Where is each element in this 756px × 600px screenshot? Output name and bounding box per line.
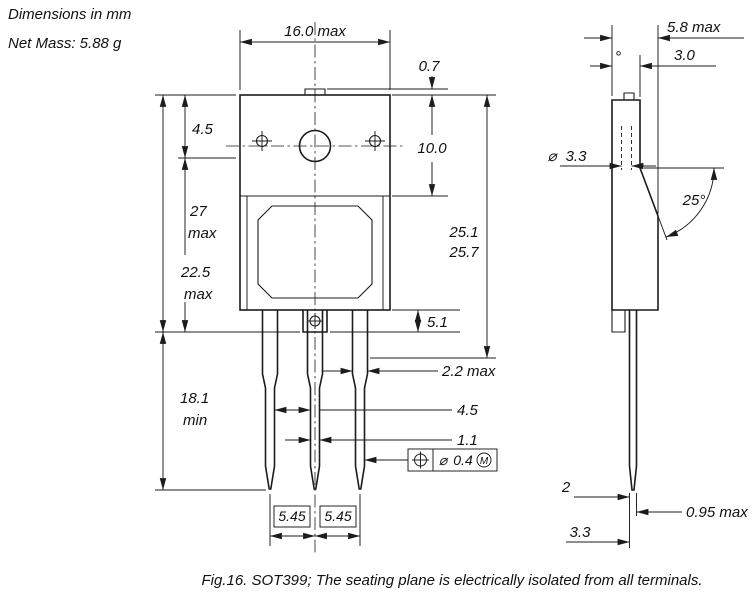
lead-right [351, 310, 369, 490]
dim-lead-length-qualifier: min [183, 412, 207, 429]
dim-left-chain: 4.5 27 max 22.5 max 18.1 min [155, 94, 300, 491]
dim-hole-diameter: ⌀ 3.3 [547, 148, 656, 170]
m-circle-symbol [476, 452, 492, 468]
mounting-hole [298, 129, 332, 163]
dim-lead-narrow-label: 1.1 [457, 432, 478, 449]
dim-overall-height-label: 27 [189, 203, 207, 220]
dim-lead-reach-max: 25.7 [448, 244, 479, 261]
side-view [611, 92, 659, 548]
position-tolerance-icon [412, 451, 429, 469]
dim-overall-thickness-label: 5.8 max [667, 19, 721, 36]
dim-lead-reach-min: 25.1 [448, 224, 478, 241]
dim-hole-diameter-label: 3.3 [566, 148, 588, 165]
dim-lead-width-narrow: 1.1 [285, 432, 478, 449]
dim-flange-thickness-label: 3.0 [674, 47, 696, 64]
dim-lead-thickness: 2 [561, 479, 630, 501]
tolerance-value: 0.4 [453, 452, 473, 468]
dim-hole-offset: 10.0 [392, 95, 448, 197]
dim-lead-length-label: 18.1 [180, 390, 209, 407]
dim-lead-reach: 25.1 25.7 [370, 95, 496, 359]
dim-hole-offset-label: 10.0 [417, 140, 447, 157]
dim-bend-angle-label: 25° [682, 192, 706, 209]
dim-overall-thickness: 5.8 max [584, 19, 744, 214]
hatched-pad-area [257, 205, 373, 299]
front-view [226, 22, 404, 556]
side-bottom-boss [611, 310, 626, 333]
dim-lead-pitch: 5.45 5.45 [269, 494, 361, 546]
dim-notch-label: 0.7 [419, 58, 441, 75]
top-notch [304, 88, 326, 95]
position-tolerance-frame: ⌀ 0.4 M [364, 448, 498, 472]
side-lead [628, 310, 638, 491]
tolerance-modifier: M [480, 456, 489, 467]
dim-notch-height: 0.7 [327, 58, 496, 96]
bottom-boss [302, 310, 328, 333]
dim-overall-width-label: 16.0 max [284, 23, 346, 40]
side-body [611, 99, 659, 311]
dim-lead-width-wide: 2.2 max [322, 363, 496, 380]
dim-pitch-right-label: 5.45 [324, 508, 351, 524]
pin-mark-left [252, 131, 272, 151]
side-dimensions: 5.8 max ° 3.0 ⌀ 3.3 25° 2 [547, 19, 748, 546]
dim-tip-thickness-label: 0.95 max [686, 504, 748, 521]
units-note: Dimensions in mm [8, 6, 131, 23]
dim-lead-gap: 4.5 [274, 402, 479, 419]
degree-mark: ° [615, 49, 622, 66]
front-dimensions: 16.0 max 0.7 10.0 25.1 25.7 5.1 [155, 23, 498, 546]
lead-left [261, 310, 279, 490]
dim-bend-angle: 25° [644, 167, 724, 241]
hole-diameter-symbol: ⌀ [547, 148, 558, 165]
diameter-symbol: ⌀ [439, 452, 449, 468]
dim-lead-gap-label: 4.5 [457, 402, 479, 419]
dim-body-height-qualifier: max [184, 286, 213, 303]
dim-pitch-left-label: 5.45 [278, 508, 305, 524]
figure-caption: Fig.16. SOT399; The seating plane is ele… [201, 572, 702, 589]
package-body [239, 94, 391, 311]
dim-boss-height: 5.1 [330, 309, 460, 333]
pin-mark-right [365, 131, 385, 151]
dim-overall-height-qualifier: max [188, 225, 217, 242]
dim-flange-height-label: 4.5 [192, 121, 214, 138]
dim-tip-length: 3.3 [566, 524, 630, 546]
side-top-notch [623, 92, 635, 100]
dim-boss-label: 5.1 [427, 314, 448, 331]
dim-body-height-label: 22.5 [180, 264, 211, 281]
dim-tip-length-label: 3.3 [570, 524, 592, 541]
dim-lead-wide-label: 2.2 max [441, 363, 496, 380]
dim-overall-width: 16.0 max [239, 23, 391, 90]
lead-middle [306, 310, 324, 490]
dim-tip-thickness: 0.95 max [636, 504, 748, 521]
net-mass-note: Net Mass: 5.88 g [8, 35, 122, 52]
dim-lead-thickness-label: 2 [561, 479, 571, 496]
dim-flange-thickness: ° 3.0 [590, 47, 716, 97]
